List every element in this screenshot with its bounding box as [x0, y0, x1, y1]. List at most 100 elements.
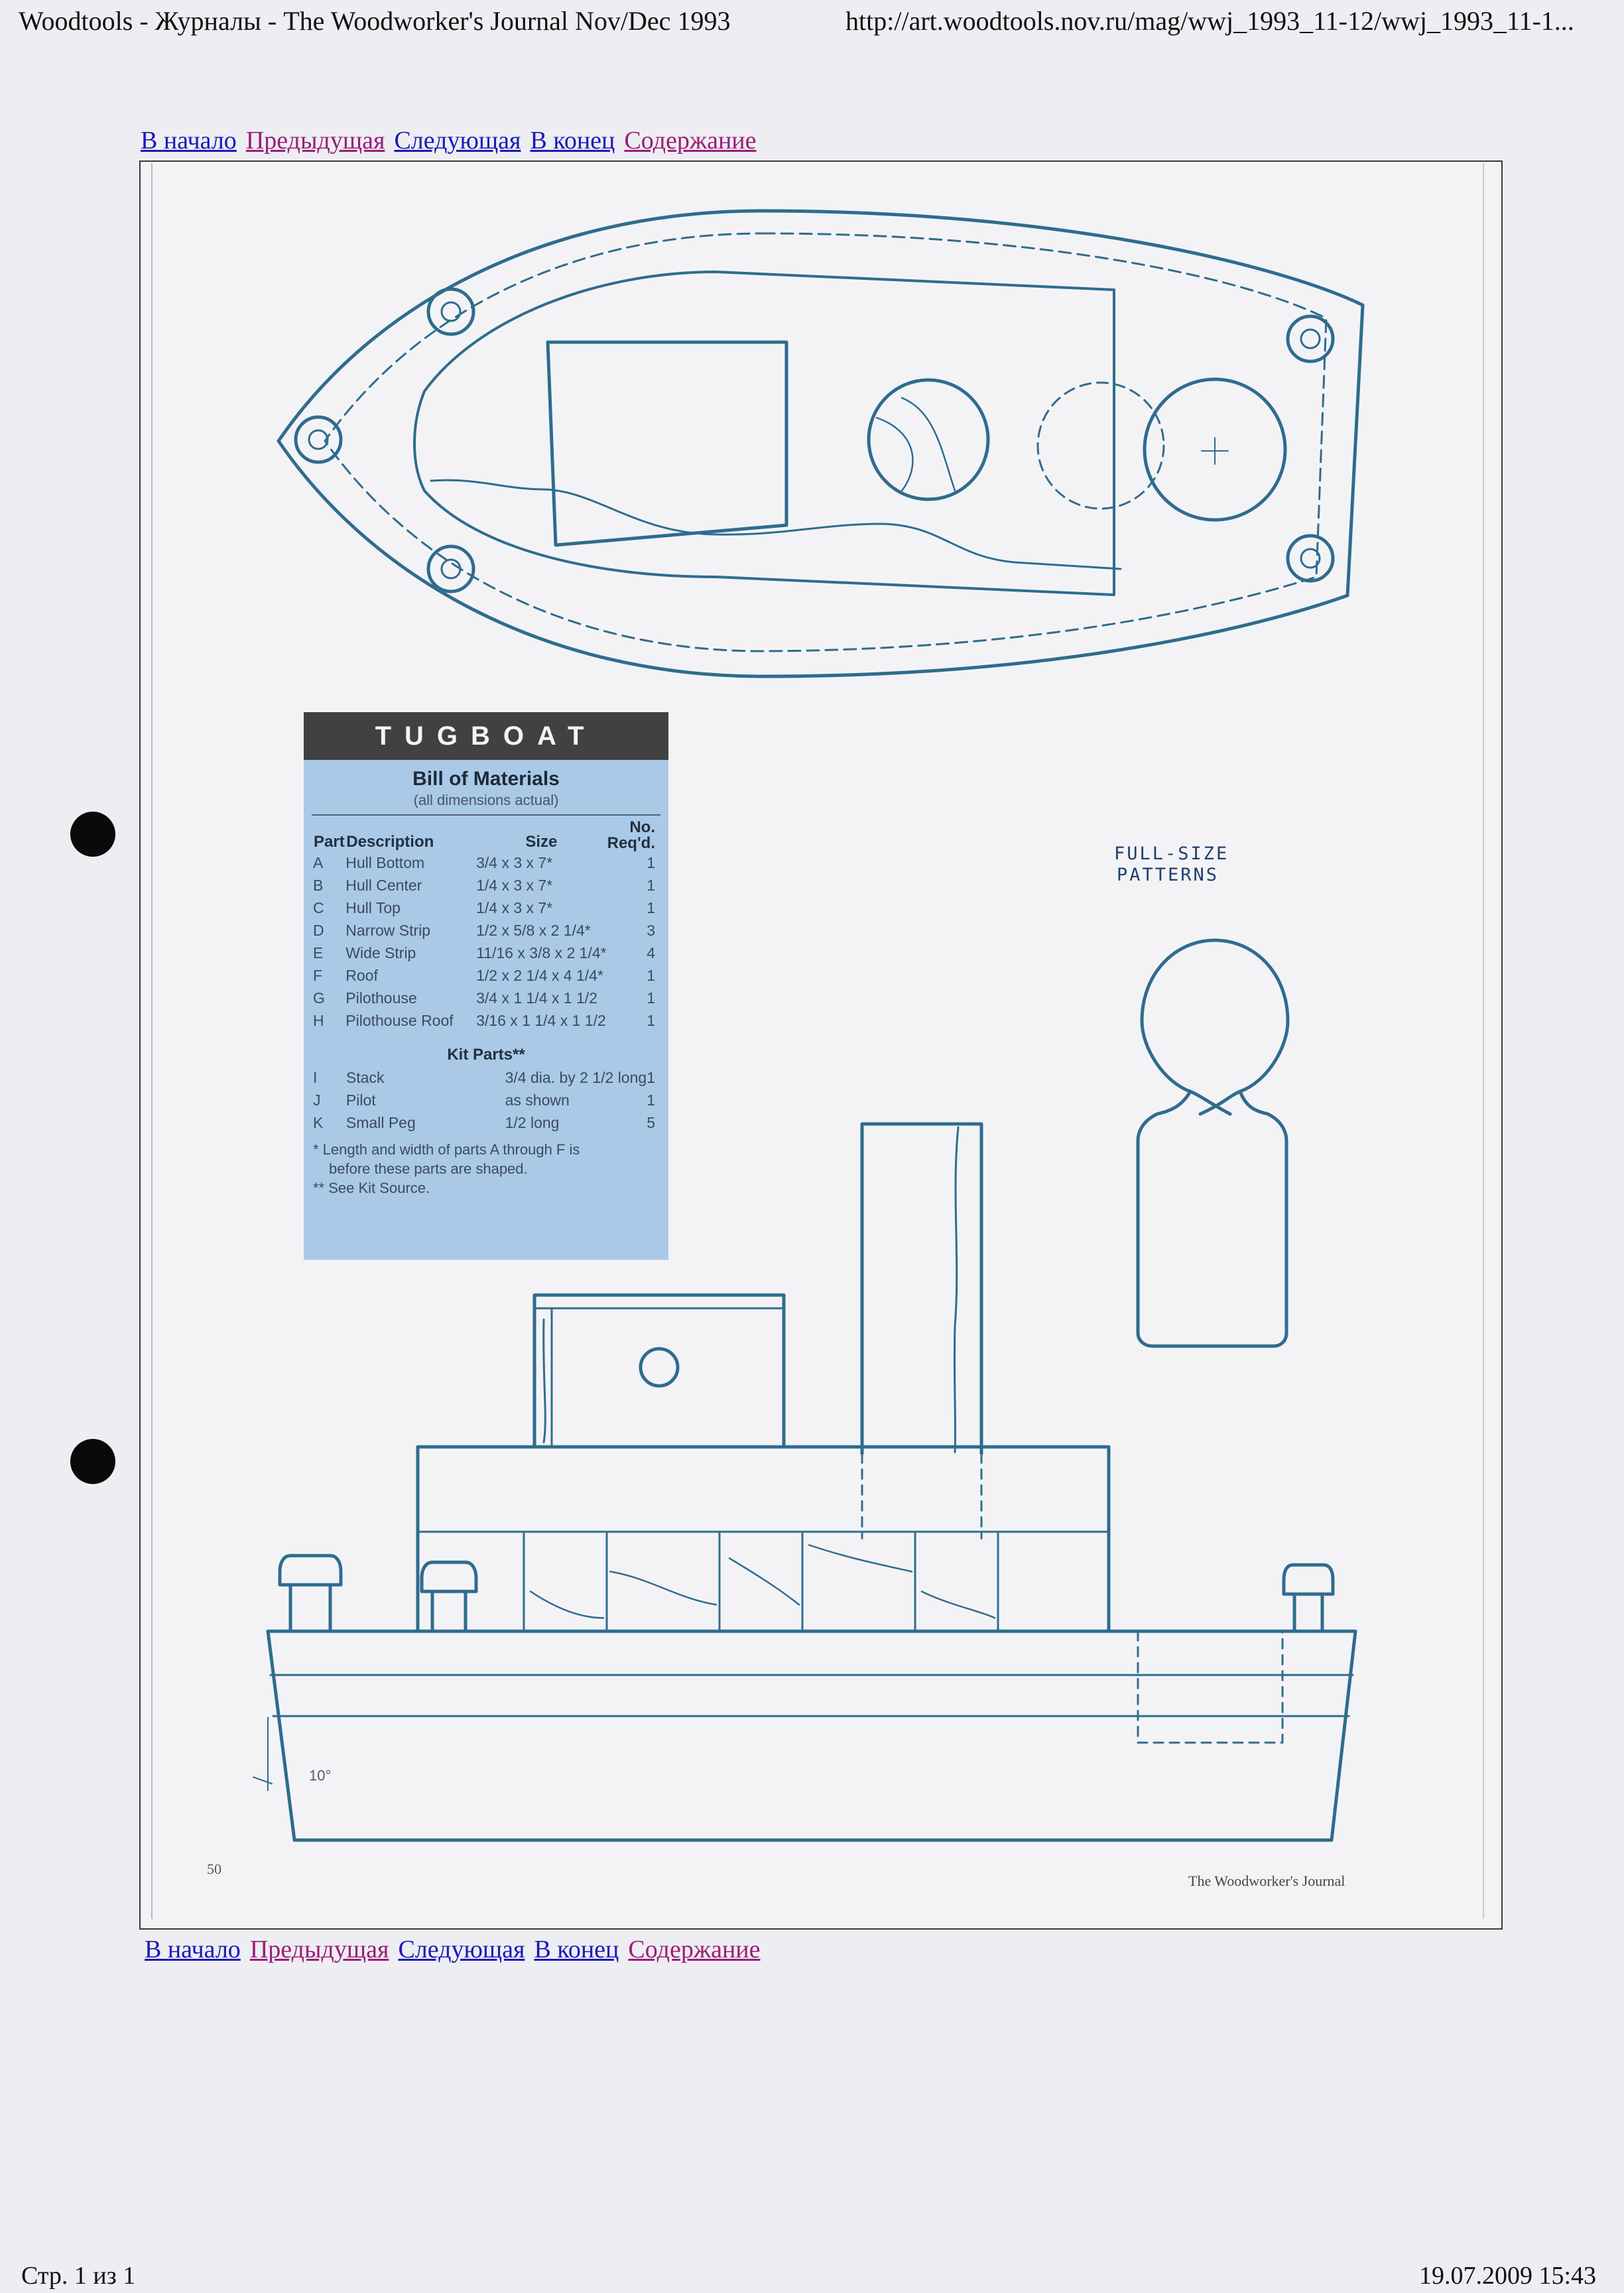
cell-qty: 5: [647, 1114, 655, 1131]
cell-part: I: [313, 1069, 318, 1086]
pilothouse-side: [532, 1293, 786, 1449]
nav-next-link[interactable]: Следующая: [394, 127, 521, 155]
table-row: K Small Peg 1/2 long 5: [313, 1112, 660, 1135]
bom-subtitle: (all dimensions actual): [413, 792, 559, 808]
pilot-hole: [1143, 377, 1287, 522]
cell-qty: 1: [647, 854, 655, 871]
cell-part: A: [313, 854, 324, 871]
col-qty-top: No.: [629, 818, 655, 836]
table-row: E Wide Strip 11/16 x 3/8 x 2 1/4* 4: [313, 942, 660, 965]
peg-left: [278, 1554, 343, 1633]
col-part: Part: [314, 833, 345, 851]
peg-hole-2: [426, 544, 475, 593]
nav-contents-link-bottom[interactable]: Содержание: [628, 1936, 761, 1963]
cell-size: as shown: [505, 1091, 570, 1109]
nav-contents-link[interactable]: Содержание: [624, 127, 757, 155]
deck-house: [416, 1445, 1111, 1633]
nav-next-link-bottom[interactable]: Следующая: [398, 1936, 525, 1963]
bom-banner: TUGBOAT: [304, 712, 668, 760]
cell-qty: 1: [647, 1069, 655, 1086]
footnote-2: ** See Kit Source.: [313, 1180, 430, 1196]
print-header-url: http://art.woodtools.nov.ru/mag/wwj_1993…: [845, 6, 1574, 36]
cell-description: Hull Bottom: [345, 854, 425, 871]
cell-description: Pilothouse: [345, 989, 417, 1007]
cell-size: 1/2 x 5/8 x 2 1/4*: [476, 922, 591, 939]
col-qty: No. Req'd.: [607, 816, 660, 852]
cell-qty: 1: [647, 1012, 655, 1029]
nav-prev-link[interactable]: Предыдущая: [245, 127, 385, 155]
cell-part: D: [313, 922, 324, 939]
pilothouse-top: [546, 340, 788, 547]
peg-right: [1282, 1563, 1335, 1633]
hull-top-dashed: [324, 232, 1328, 652]
peg-hole-1: [426, 287, 475, 336]
deck-plate: [413, 271, 1115, 596]
nav-prev-link-bottom[interactable]: Предыдущая: [249, 1936, 389, 1963]
cell-size: 1/2 x 2 1/4 x 4 1/4*: [476, 967, 603, 984]
bom-footnotes: * Length and width of parts A through F …: [313, 1140, 668, 1198]
peg-hole-4: [1286, 534, 1335, 583]
nav-start-link[interactable]: В начало: [141, 127, 237, 155]
table-row: D Narrow Strip 1/2 x 5/8 x 2 1/4* 3: [313, 920, 660, 942]
col-qty-bottom: Req'd.: [607, 834, 655, 852]
bom-parts-table: Part Description Size No. Req'd. A Hull B…: [313, 816, 660, 1032]
full-size-note-line1: FULL-SIZE: [1114, 843, 1229, 864]
cell-qty: 1: [647, 989, 655, 1007]
cell-description: Wide Strip: [345, 944, 416, 961]
table-row: A Hull Bottom 3/4 x 3 x 7* 1: [313, 852, 660, 875]
nav-end-link-bottom[interactable]: В конец: [534, 1936, 619, 1963]
cell-part: J: [313, 1091, 321, 1109]
cell-part: E: [313, 944, 324, 961]
cell-qty: 1: [647, 899, 655, 916]
peg-hole-bow: [294, 415, 343, 464]
kit-parts-title: Kit Parts**: [447, 1046, 525, 1064]
col-description: Description: [346, 833, 434, 851]
stack: [860, 1122, 983, 1456]
print-header-title: Woodtools - Журналы - The Woodworker's J…: [19, 6, 731, 36]
table-row: B Hull Center 1/4 x 3 x 7* 1: [313, 875, 660, 897]
col-size: Size: [525, 833, 558, 851]
cell-part: F: [313, 967, 323, 984]
nav-start-link-bottom[interactable]: В начало: [145, 1936, 241, 1963]
bottom-nav: В начало Предыдущая Следующая В конец Содерж…: [145, 1935, 770, 1964]
bom-title: Bill of Materials: [412, 768, 560, 790]
cell-part: C: [313, 899, 324, 916]
cell-qty: 1: [647, 1091, 655, 1109]
nav-end-link[interactable]: В конец: [530, 127, 615, 155]
cell-description: Hull Center: [345, 877, 422, 894]
cell-size: 3/4 x 1 1/4 x 1 1/2: [476, 989, 597, 1007]
cell-part: B: [313, 877, 324, 894]
cell-size: 3/4 x 3 x 7*: [476, 854, 553, 871]
cell-description: Small Peg: [345, 1114, 416, 1131]
top-nav: В начало Предыдущая Следующая В конец Содерж…: [141, 126, 766, 155]
cell-qty: 3: [647, 922, 655, 939]
cell-description: Hull Top: [345, 899, 401, 916]
cell-size: 1/4 x 3 x 7*: [476, 899, 553, 916]
pilothouse-porthole: [639, 1347, 680, 1388]
print-footer-datetime: 19.07.2009 15:43: [1419, 2262, 1597, 2290]
punch-hole-top: [70, 812, 115, 857]
punch-hole-bottom: [70, 1439, 115, 1484]
table-row: F Roof 1/2 x 2 1/4 x 4 1/4* 1: [313, 965, 660, 987]
cell-part: H: [313, 1012, 324, 1029]
print-footer-pages: Стр. 1 из 1: [21, 2262, 136, 2290]
page-number: 50: [207, 1861, 221, 1877]
full-size-note-line2: PATTERNS: [1117, 865, 1219, 885]
scan-edge: [151, 163, 1484, 1919]
cell-qty: 4: [647, 944, 655, 961]
cell-size: 1/4 x 3 x 7*: [476, 877, 553, 894]
cell-part: K: [313, 1114, 324, 1131]
footnote-1a: * Length and width of parts A through F …: [313, 1141, 580, 1158]
cell-qty: 1: [647, 877, 655, 894]
cell-description: Roof: [345, 967, 378, 984]
cell-qty: 1: [647, 967, 655, 984]
journal-footer: The Woodworker's Journal: [1188, 1873, 1345, 1889]
cell-size: 1/2 long: [505, 1114, 560, 1131]
cell-description: Narrow Strip: [345, 922, 431, 939]
peg-hole-3: [1286, 314, 1335, 363]
cell-size: 3/16 x 1 1/4 x 1 1/2: [476, 1012, 606, 1029]
cell-size: 11/16 x 3/8 x 2 1/4*: [476, 944, 607, 961]
